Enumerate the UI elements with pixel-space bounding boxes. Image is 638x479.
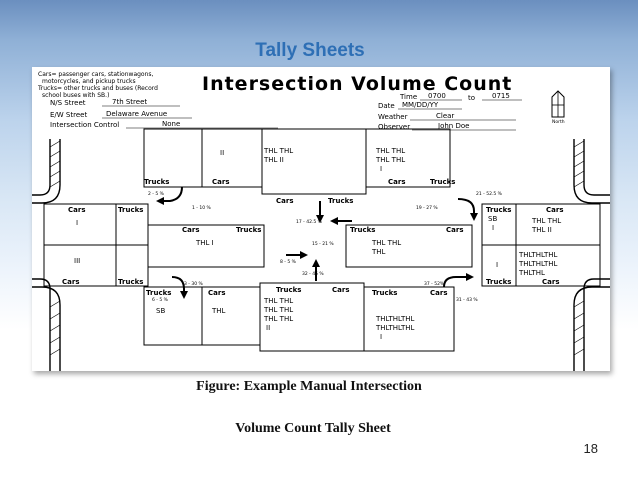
label-trucks: Trucks <box>144 178 169 186</box>
pct-se-upper: 37 - 52% <box>424 281 445 287</box>
date-label: Date <box>378 102 395 110</box>
pct-nw-upper: 2 - 5 % <box>148 191 165 197</box>
tally-north-mid: THL II <box>263 156 284 164</box>
time-to-label: to <box>468 94 475 102</box>
label-trucks: Trucks <box>350 226 375 234</box>
label-trucks: Trucks <box>236 226 261 234</box>
figure-caption-line-1: Figure: Example Manual Intersection <box>196 379 422 394</box>
tally-west-bottom: III <box>74 257 80 265</box>
tally-east-top: THL THL <box>531 217 561 225</box>
label-cars: Cars <box>212 178 229 186</box>
label-cars: Cars <box>446 226 463 234</box>
tally-north-right: I <box>380 165 382 173</box>
time-to: 0715 <box>492 92 510 100</box>
time-label: Time <box>399 93 417 101</box>
weather-label: Weather <box>378 113 408 121</box>
label-trucks: Trucks <box>276 286 301 294</box>
ew-street-label: E/W Street <box>50 111 87 119</box>
tally-north-left: II <box>220 149 224 157</box>
pct-center-right: 15 - 21 % <box>312 241 334 247</box>
tally-east-bottom: THLTHL <box>518 269 545 277</box>
pct-center-bottom: 32 - 45 % <box>302 271 324 277</box>
curb-sw <box>32 278 61 371</box>
tally-east-bottom: THLTHLTHL <box>518 260 557 268</box>
curb-ne <box>573 139 610 204</box>
pct-nw-lower: 1 - 10 % <box>192 205 212 211</box>
label-trucks: Trucks <box>328 197 353 205</box>
tally-south-mid: THL THL <box>263 297 293 305</box>
label-cars: Cars <box>68 206 85 214</box>
north-arrow-label: North <box>552 119 565 125</box>
tally-center-left: THL I <box>195 239 214 247</box>
tally-east-sb: SB <box>488 215 497 223</box>
tally-north-right: THL THL <box>375 156 405 164</box>
label-trucks: Trucks <box>486 278 511 286</box>
tally-east-top: THL II <box>531 226 552 234</box>
arrow-heads <box>156 197 478 299</box>
tally-north-mid: THL THL <box>263 147 293 155</box>
label-trucks: Trucks <box>430 178 455 186</box>
tally-south-right: THLTHLTHL <box>375 324 414 332</box>
label-cars: Cars <box>332 286 349 294</box>
label-cars: Cars <box>182 226 199 234</box>
label-cars: Cars <box>208 289 225 297</box>
pct-ne-upper: 21 - 52.5 % <box>476 191 503 197</box>
note-line: motorcycles, and pickup trucks <box>42 78 136 85</box>
control-value: None <box>162 120 180 128</box>
observer-value: John Doe <box>437 122 469 130</box>
tally-south-sb: SB <box>156 307 165 315</box>
turn-arrows <box>160 186 475 293</box>
tally-south-right: I <box>380 333 382 341</box>
tally-center-right: THL <box>371 248 386 256</box>
label-trucks: Trucks <box>372 289 397 297</box>
curb-nw <box>32 139 61 204</box>
weather-value: Clear <box>436 112 454 120</box>
tally-north-right: THL THL <box>375 147 405 155</box>
label-cars: Cars <box>546 206 563 214</box>
ns-street-label: N/S Street <box>50 99 86 107</box>
pct-se-lower: 31 - 43 % <box>456 297 478 303</box>
ns-street-value: 7th Street <box>112 98 147 106</box>
pct-sw-upper: 3 - 30 % <box>184 281 204 287</box>
label-cars: Cars <box>62 278 79 286</box>
figure-caption-line-2: Volume Count Tally Sheet <box>235 421 391 436</box>
note-line: Trucks= other trucks and buses (Record <box>37 85 158 92</box>
control-label: Intersection Control <box>50 121 119 129</box>
tally-south-left: THL <box>211 307 226 315</box>
label-trucks: Trucks <box>118 206 143 214</box>
label-trucks: Trucks <box>118 278 143 286</box>
tally-center-right: THL THL <box>371 239 401 247</box>
time-from: 0700 <box>428 92 446 100</box>
page-number: 18 <box>583 441 598 456</box>
ew-street-value: Delaware Avenue <box>106 110 167 118</box>
pct-center-top: 17 - 42.5 % <box>296 219 323 225</box>
tally-west-top: I <box>76 219 78 227</box>
tally-sheet-image: Cars= passenger cars, stationwagons, mot… <box>32 67 610 371</box>
pct-sw-lower: 6 - 5 % <box>152 297 169 303</box>
label-cars: Cars <box>542 278 559 286</box>
label-cars: Cars <box>388 178 405 186</box>
label-cars: Cars <box>276 197 293 205</box>
observer-label: Observer <box>378 123 410 131</box>
label-trucks: Trucks <box>486 206 511 214</box>
tally-south-right: THLTHLTHL <box>375 315 414 323</box>
tally-east-bottom-trk: I <box>496 261 498 269</box>
tally-east-bottom: THLTHLTHL <box>518 251 557 259</box>
note-line: Cars= passenger cars, stationwagons, <box>38 71 154 78</box>
label-cars: Cars <box>430 289 447 297</box>
slide-title: Tally Sheets <box>255 40 365 61</box>
sheet-heading: Intersection Volume Count <box>202 73 512 95</box>
date-value: MM/DD/YY <box>402 101 439 109</box>
label-trucks: Trucks <box>146 289 171 297</box>
note-line: school buses with SB.) <box>42 92 109 99</box>
tally-east-sb: I <box>492 224 494 232</box>
tally-south-mid: THL THL <box>263 315 293 323</box>
tally-sheet-drawing: Cars= passenger cars, stationwagons, mot… <box>32 67 610 371</box>
pct-ne-lower: 19 - 27 % <box>416 205 438 211</box>
tally-south-mid: II <box>266 324 270 332</box>
pct-center-left: 8 - 5 % <box>280 259 297 265</box>
north-arrow-icon: North <box>551 90 565 125</box>
tally-south-mid: THL THL <box>263 306 293 314</box>
curb-se <box>573 278 610 371</box>
